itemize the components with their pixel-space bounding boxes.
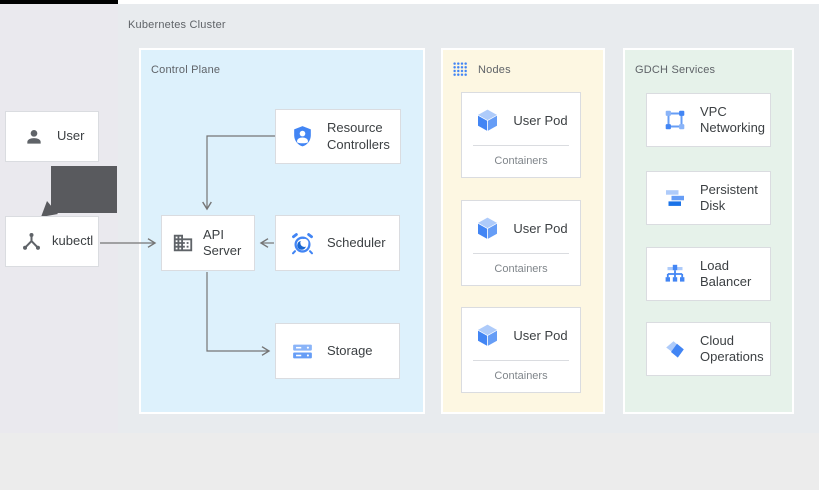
card-api-server: API Server <box>161 215 255 271</box>
pod-label: User Pod <box>513 220 568 236</box>
pod-sublabel: Containers <box>494 155 548 167</box>
kubectl-label: kubectl <box>52 233 94 249</box>
cube-icon <box>474 322 501 349</box>
hub-icon <box>21 231 42 252</box>
user-label: User <box>57 128 85 144</box>
pod-label: User Pod <box>513 327 568 343</box>
vpc-network-icon <box>663 108 687 132</box>
pod-card-3: User Pod Containers <box>461 307 581 393</box>
cube-icon <box>474 215 501 242</box>
building-icon <box>172 232 194 254</box>
scheduler-label: Scheduler <box>327 234 386 250</box>
pod-card-2: User Pod Containers <box>461 200 581 286</box>
api-server-label: API Server <box>203 226 242 258</box>
box-user: User <box>5 111 99 162</box>
vpc-networking-label: VPC Networking <box>700 103 766 135</box>
storage-label: Storage <box>327 342 373 358</box>
bottom-gray-band <box>0 433 819 490</box>
box-kubectl: kubectl <box>5 216 99 267</box>
card-persistent-disk: Persistent Disk <box>646 171 771 225</box>
card-load-balancer: Load Balancer <box>646 247 771 301</box>
card-cloud-operations: Cloud Operations <box>646 322 771 376</box>
card-storage: Storage <box>275 323 400 379</box>
control-plane-label: Control Plane <box>151 64 221 76</box>
card-scheduler: Scheduler <box>275 215 400 271</box>
pod-card-1: User Pod Containers <box>461 92 581 178</box>
person-icon <box>24 127 44 147</box>
pod-sublabel: Containers <box>494 263 548 275</box>
alarm-clock-icon <box>290 231 315 256</box>
nodes-label: Nodes <box>478 63 511 76</box>
pod-divider <box>473 360 569 361</box>
top-black-bar <box>0 0 118 4</box>
gdch-services-label: GDCH Services <box>635 64 716 76</box>
pod-divider <box>473 253 569 254</box>
pod-sublabel: Containers <box>494 370 548 382</box>
nodes-header: Nodes <box>453 62 511 77</box>
persistent-disk-label: Persistent Disk <box>700 181 758 213</box>
load-balancer-icon <box>663 262 687 286</box>
pod-label: User Pod <box>513 112 568 128</box>
persistent-disk-icon <box>663 186 687 210</box>
card-resource-controllers: Resource Controllers <box>275 109 401 164</box>
pod-divider <box>473 145 569 146</box>
card-vpc-networking: VPC Networking <box>646 93 771 147</box>
cloud-operations-icon <box>663 337 687 361</box>
resource-controllers-label: Resource Controllers <box>327 120 390 152</box>
server-stack-icon <box>290 339 315 364</box>
shield-user-icon <box>290 124 315 149</box>
cloud-operations-label: Cloud Operations <box>700 332 764 364</box>
cube-icon <box>474 107 501 134</box>
cluster-label: Kubernetes Cluster <box>128 19 226 31</box>
dot-grid-icon <box>453 62 468 77</box>
load-balancer-label: Load Balancer <box>700 257 752 289</box>
